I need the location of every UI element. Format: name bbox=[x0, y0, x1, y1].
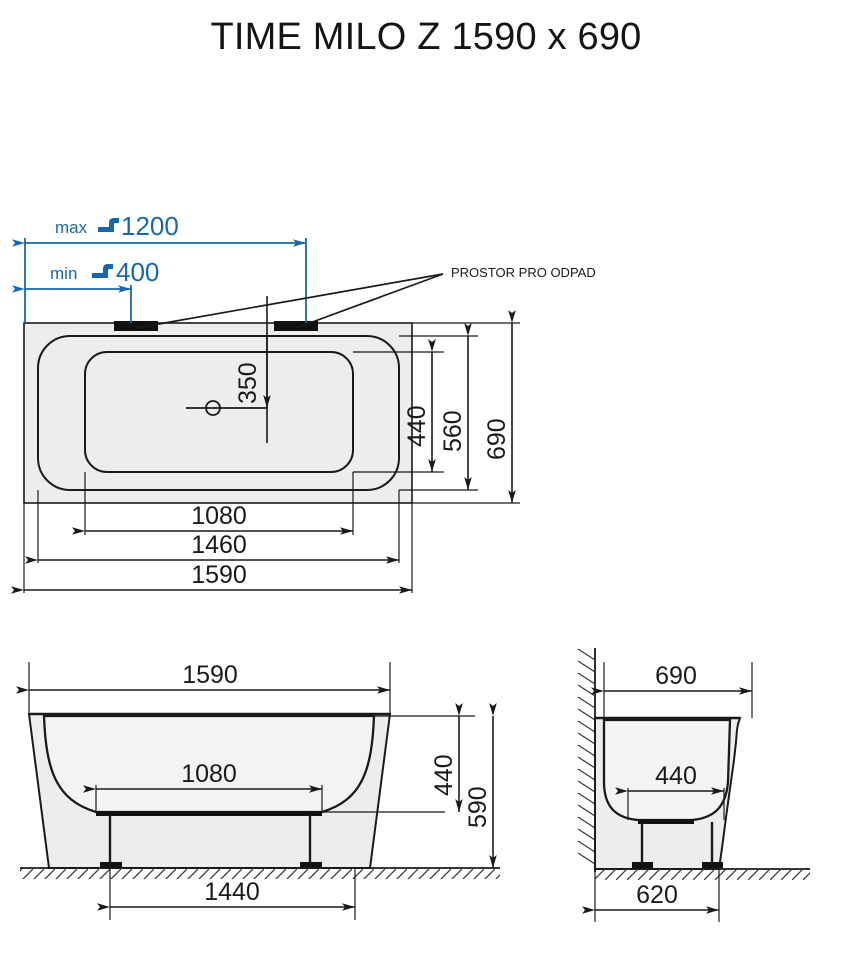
front-foot-left bbox=[100, 862, 122, 868]
side-elevation-view: 690 440 620 bbox=[577, 648, 810, 922]
tap-max-value: 1200 bbox=[121, 211, 179, 241]
plan-dim-560: 560 bbox=[439, 410, 467, 452]
front-floor-hatch bbox=[20, 868, 500, 879]
plan-dim-440: 440 bbox=[403, 405, 431, 447]
front-dim-1080: 1080 bbox=[181, 760, 237, 788]
tap-min-value: 400 bbox=[116, 257, 159, 287]
side-foot-left bbox=[632, 862, 653, 868]
leader-odpad-2 bbox=[295, 273, 444, 329]
front-dim-440: 440 bbox=[430, 754, 458, 796]
side-dim-690: 690 bbox=[655, 662, 697, 690]
plan-tap-slot-left bbox=[114, 321, 158, 331]
side-dim-620: 620 bbox=[636, 881, 678, 909]
tap-min-label: min bbox=[50, 264, 77, 283]
plan-dim-690: 690 bbox=[483, 418, 511, 460]
plan-tap-slot-right bbox=[274, 321, 318, 331]
plan-dim-1460: 1460 bbox=[191, 531, 247, 559]
leader-odpad-1 bbox=[135, 273, 444, 329]
faucet-icon-min bbox=[92, 264, 113, 278]
page-title: TIME MILO Z 1590 x 690 bbox=[210, 16, 642, 58]
front-dim-1590: 1590 bbox=[182, 661, 238, 689]
front-dim-590: 590 bbox=[464, 786, 492, 828]
side-wall-hatch bbox=[577, 648, 596, 865]
front-foot-right bbox=[300, 862, 322, 868]
tap-max-label: max bbox=[55, 218, 88, 237]
front-basin-floor bbox=[96, 811, 322, 816]
side-basin-floor bbox=[638, 819, 694, 824]
side-dim-440: 440 bbox=[655, 762, 697, 790]
side-foot-right bbox=[702, 862, 723, 868]
plan-view: 350 440 560 690 1080 14 bbox=[11, 211, 596, 594]
front-dim-1440: 1440 bbox=[204, 878, 260, 906]
plan-dim-350: 350 bbox=[234, 362, 262, 404]
front-elevation-view: 1590 1080 1440 440 590 bbox=[16, 661, 500, 920]
plan-dim-1590: 1590 bbox=[191, 561, 247, 589]
drain-space-label: PROSTOR PRO ODPAD bbox=[451, 265, 596, 280]
drain-circle bbox=[205, 400, 221, 416]
plan-dim-1080: 1080 bbox=[191, 502, 247, 530]
side-floor-hatch bbox=[595, 869, 810, 880]
faucet-icon-max bbox=[98, 218, 119, 232]
